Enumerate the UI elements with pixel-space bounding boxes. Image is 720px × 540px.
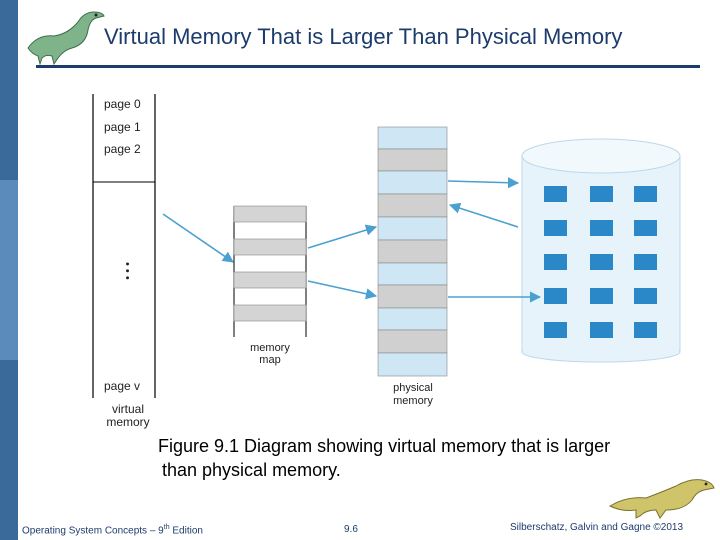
arrow-map-to-frame [307, 224, 378, 249]
memory-map-label-2: map [259, 354, 280, 366]
frame [377, 193, 448, 218]
dinosaur-footer-icon [608, 479, 715, 519]
footer-course: Operating System Concepts – 9th Edition [22, 524, 203, 537]
frame [377, 307, 448, 331]
arrow-frame-to-disk [447, 177, 520, 189]
physical-memory-label-2: memory [393, 395, 433, 407]
arrow-disk-to-frame [448, 202, 519, 228]
footer-copyright: Silberschatz, Galvin and Gagne ©2013 [510, 522, 684, 533]
map-entry [233, 205, 307, 223]
map-entry [233, 238, 307, 256]
caption-line-2: than physical memory. [162, 460, 341, 480]
arrow-vm-to-map [162, 213, 234, 263]
figure-caption: Figure 9.1 Diagram showing virtual memor… [158, 434, 678, 482]
virtual-page-1: page 1 [104, 120, 141, 134]
virtual-page-0: page 0 [104, 97, 141, 111]
frame [377, 239, 448, 264]
frame [377, 126, 448, 150]
memory-map-label-1: memory [250, 342, 290, 354]
footer-page-number: 9.6 [344, 524, 358, 535]
side-accent-segment [0, 180, 18, 360]
title-divider [36, 65, 700, 68]
disk [521, 138, 681, 363]
frame [377, 262, 448, 286]
virtual-ellipsis: • • • [121, 262, 133, 280]
arrow-map-to-frame [307, 280, 378, 300]
virtual-page-2: page 2 [104, 142, 141, 156]
dinosaur-logo-icon [27, 11, 105, 66]
memory-map: memory map [233, 205, 307, 366]
side-accent-bar [0, 0, 18, 540]
disk-blocks [544, 186, 657, 338]
frame [377, 170, 448, 195]
physical-memory-label-1: physical [393, 382, 433, 394]
frame [377, 148, 448, 172]
map-entry [233, 271, 307, 289]
frame [377, 284, 448, 309]
frame [377, 329, 448, 354]
map-entry [233, 304, 307, 322]
mapping-arrows [162, 177, 542, 303]
caption-line-1: Figure 9.1 Diagram showing virtual memor… [158, 436, 611, 456]
physical-memory: physical memory [377, 126, 448, 407]
virtual-memory-column: page 0 page 1 page 2 • • • page v virtua… [92, 94, 156, 429]
frame [377, 352, 448, 377]
virtual-page-v: page v [104, 379, 140, 393]
slide-title: Virtual Memory That is Larger Than Physi… [104, 24, 623, 49]
virtual-memory-label-1: virtual [112, 402, 144, 416]
virtual-memory-label-2: memory [106, 415, 149, 429]
frame [377, 216, 448, 241]
